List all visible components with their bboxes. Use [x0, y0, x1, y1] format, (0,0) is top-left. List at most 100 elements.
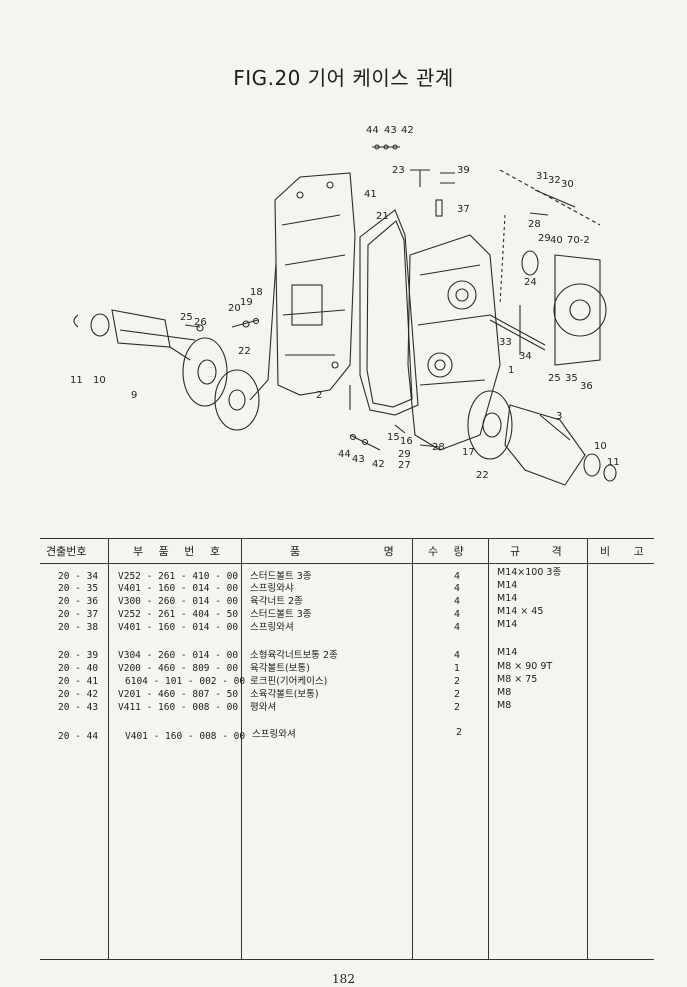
table-bottom-rule	[40, 959, 654, 960]
row-part-no: 6104 - 101 - 002 - 00	[125, 676, 246, 687]
callout-label: 35	[565, 373, 578, 384]
callout-label: 23	[392, 165, 405, 176]
callout-label: 1	[508, 365, 514, 376]
row-part-no: V252 - 261 - 404 - 50	[118, 609, 239, 620]
callout-label: 34	[519, 351, 532, 362]
row-spec: M14	[497, 580, 518, 591]
row-name: 스프링와셔	[252, 729, 296, 740]
callout-label: 24	[524, 277, 537, 288]
header-remark: 비 고	[600, 545, 654, 558]
table-header-rule	[40, 563, 654, 564]
callout-label: 11	[70, 375, 83, 386]
callout-label: 22	[476, 470, 489, 481]
callout-label: 25	[180, 312, 193, 323]
row-name: 스프링와샤	[250, 583, 294, 594]
callout-label: 32	[548, 175, 561, 186]
table-top-rule	[40, 538, 654, 539]
row-spec: M8 × 75	[497, 674, 538, 685]
column-divider	[587, 538, 588, 959]
row-name: 소육각볼트(보통)	[250, 689, 319, 700]
row-ref: 20 - 39	[58, 650, 99, 661]
callout-label: 31	[536, 171, 549, 182]
header-part-no: 부 품 번 호	[133, 545, 226, 558]
callout-label: 44	[338, 449, 351, 460]
row-qty: 2	[454, 702, 461, 713]
callout-label: 3	[556, 411, 562, 422]
callout-label: 40	[550, 235, 563, 246]
callout-labels: 44 43 42 23 39 37 41 21 31 32 30 28 29 4…	[70, 125, 620, 481]
row-qty: 4	[454, 571, 461, 582]
row-ref: 20 - 38	[58, 622, 99, 633]
callout-label: 16	[400, 436, 413, 447]
callout-label: 36	[580, 381, 593, 392]
callout-label: 21	[376, 211, 389, 222]
row-name: 스터드볼트 3종	[250, 609, 312, 620]
row-ref: 20 - 44	[58, 731, 99, 742]
callout-label: 42	[401, 125, 414, 136]
row-spec: M8 × 90 9T	[497, 661, 553, 672]
callout-label: 44	[366, 125, 379, 136]
row-spec: M14×100 3종	[497, 567, 562, 578]
row-spec: M14	[497, 593, 518, 604]
row-ref: 20 - 42	[58, 689, 99, 700]
row-qty: 2	[454, 689, 461, 700]
callout-label: 39	[457, 165, 470, 176]
column-divider	[241, 538, 242, 959]
row-part-no: V300 - 260 - 014 - 00	[118, 596, 239, 607]
row-qty: 4	[454, 596, 461, 607]
callout-label: 28	[528, 219, 541, 230]
row-ref: 20 - 37	[58, 609, 99, 620]
row-qty: 2	[454, 676, 461, 687]
exploded-diagram: 44 43 42 23 39 37 41 21 31 32 30 28 29 4…	[70, 125, 620, 486]
callout-label: 10	[93, 375, 106, 386]
row-part-no: V200 - 460 - 809 - 00	[118, 663, 239, 674]
row-ref: 20 - 40	[58, 663, 99, 674]
callout-label: 43	[384, 125, 397, 136]
callout-label: 17	[462, 447, 475, 458]
row-spec: M14	[497, 619, 518, 630]
column-divider	[108, 538, 109, 959]
row-qty: 1	[454, 663, 461, 674]
callout-label: 29	[538, 233, 551, 244]
callout-label: 33	[499, 337, 512, 348]
callout-label: 19	[240, 297, 253, 308]
row-ref: 20 - 36	[58, 596, 99, 607]
callout-label: 37	[457, 204, 470, 215]
row-part-no: V401 - 160 - 008 - 00	[125, 731, 246, 742]
row-name: 로크핀(기어케이스)	[250, 676, 328, 687]
callout-label: 25	[548, 373, 561, 384]
row-qty: 4	[454, 583, 461, 594]
callout-label: 30	[561, 179, 574, 190]
row-part-no: V304 - 260 - 014 - 00	[118, 650, 239, 661]
callout-label: 10	[594, 441, 607, 452]
row-qty: 2	[456, 727, 463, 738]
row-name: 스터드볼트 3종	[250, 571, 312, 582]
row-spec: M8	[497, 700, 512, 711]
column-divider	[412, 538, 413, 959]
header-qty: 수 량	[428, 545, 470, 558]
figure-title: FIG.20 기어 케이스 관계	[233, 66, 454, 90]
callout-label: 26	[194, 317, 207, 328]
row-spec: M14	[497, 647, 518, 658]
row-part-no: V201 - 460 - 807 - 50	[118, 689, 239, 700]
callout-label: 41	[364, 189, 377, 200]
row-name: 육각볼트(보통)	[250, 663, 310, 674]
row-name: 평와셔	[250, 702, 277, 713]
callout-label: 70-2	[567, 235, 590, 246]
row-part-no: V401 - 160 - 014 - 00	[118, 583, 239, 594]
callout-label: 9	[131, 390, 137, 401]
column-divider	[488, 538, 489, 959]
callout-label: 20	[228, 303, 241, 314]
row-part-no: V252 - 261 - 410 - 00	[118, 571, 239, 582]
row-name: 스프링와셔	[250, 622, 294, 633]
callout-label: 18	[250, 287, 263, 298]
callout-label: 43	[352, 454, 365, 465]
header-spec: 규 격	[510, 545, 576, 558]
row-ref: 20 - 41	[58, 676, 99, 687]
callout-label: 11	[607, 457, 620, 468]
page-number: 182	[332, 972, 355, 986]
row-name: 소형육각너트보통 2종	[250, 650, 338, 661]
row-part-no: V411 - 160 - 008 - 00	[118, 702, 239, 713]
header-name: 품 명	[290, 545, 434, 558]
